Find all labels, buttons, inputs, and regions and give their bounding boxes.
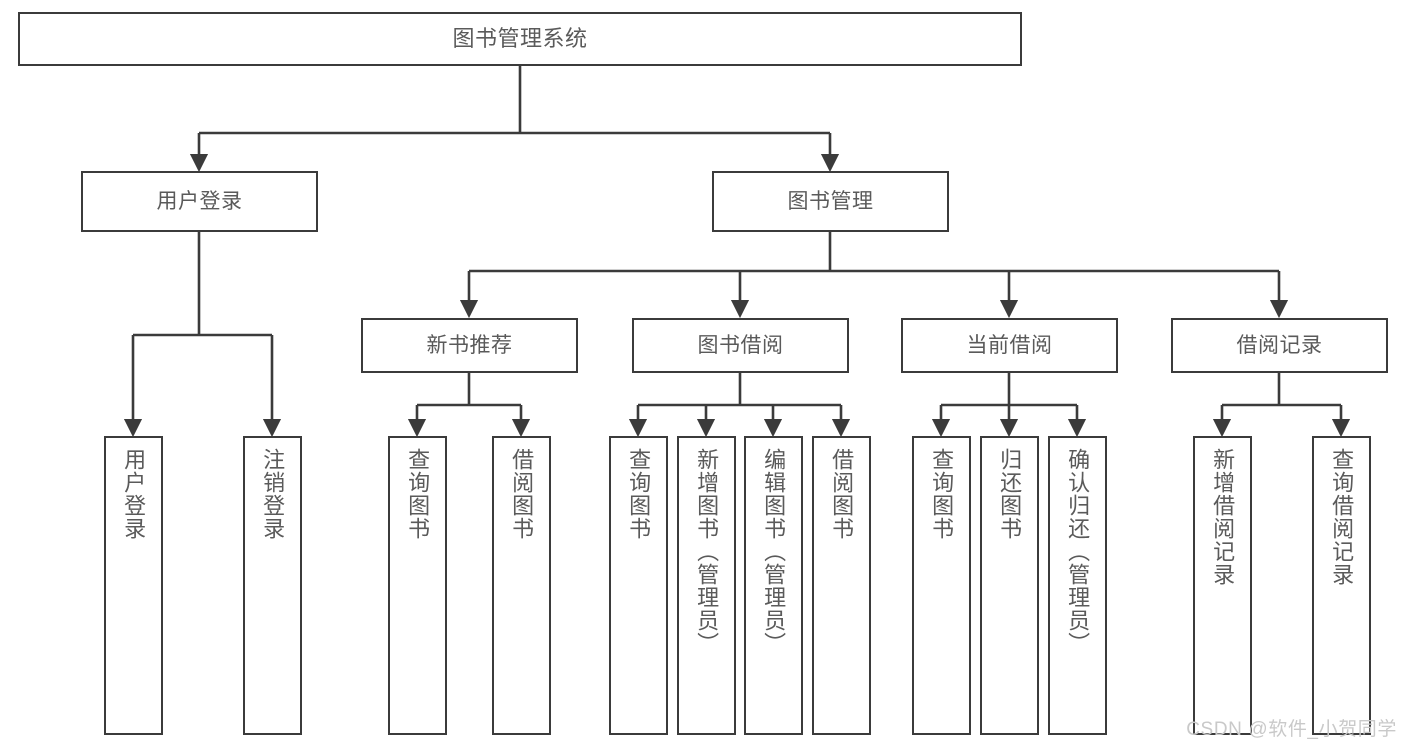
leaf-edit-book-admin[interactable]: 编辑图书（管理员） [744,436,803,735]
leaf-query-borrow-record[interactable]: 查询借阅记录 [1312,436,1371,735]
node-label: 查询图书 [929,448,955,540]
node-book-borrowing[interactable]: 图书借阅 [632,318,849,373]
node-label: 借阅记录 [1236,333,1323,357]
leaf-query-book-borrow[interactable]: 查询图书 [609,436,668,735]
leaf-borrow-book[interactable]: 借阅图书 [812,436,871,735]
node-label: 借阅图书 [829,448,855,540]
node-borrowing-record[interactable]: 借阅记录 [1171,318,1388,373]
node-label: 查询图书 [626,448,652,540]
leaf-query-book-current[interactable]: 查询图书 [912,436,971,735]
leaf-add-book-admin[interactable]: 新增图书（管理员） [677,436,736,735]
node-label: 当前借阅 [966,333,1053,357]
leaf-query-book-recommend[interactable]: 查询图书 [388,436,447,735]
leaf-borrow-book-recommend[interactable]: 借阅图书 [492,436,551,735]
node-label: 用户登录 [156,189,243,213]
leaf-logout-login[interactable]: 注销登录 [243,436,302,735]
node-label: 新书推荐 [426,333,513,357]
node-book-management-system[interactable]: 图书管理系统 [18,12,1022,66]
node-label: 图书借阅 [697,333,784,357]
node-label: 编辑图书（管理员） [761,448,787,655]
node-label: 确认归还（管理员） [1065,448,1091,655]
node-new-book-recommendation[interactable]: 新书推荐 [361,318,578,373]
leaf-user-login[interactable]: 用户登录 [104,436,163,735]
node-label: 新增图书（管理员） [694,448,720,655]
node-label: 图书管理系统 [452,25,588,51]
node-label: 用户登录 [121,448,147,540]
node-user-login[interactable]: 用户登录 [81,171,318,232]
node-label: 注销登录 [260,448,286,540]
leaf-add-borrow-record[interactable]: 新增借阅记录 [1193,436,1252,735]
node-label: 借阅图书 [509,448,535,540]
node-label: 图书管理 [787,189,874,213]
node-label: 归还图书 [997,448,1023,540]
leaf-return-book[interactable]: 归还图书 [980,436,1039,735]
node-label: 新增借阅记录 [1210,448,1236,586]
csdn-watermark: CSDN @软件_小贺同学 [1186,719,1397,740]
node-current-borrowing[interactable]: 当前借阅 [901,318,1118,373]
node-label: 查询图书 [405,448,431,540]
node-book-management[interactable]: 图书管理 [712,171,949,232]
node-label: 查询借阅记录 [1329,448,1355,586]
leaf-confirm-return-admin[interactable]: 确认归还（管理员） [1048,436,1107,735]
